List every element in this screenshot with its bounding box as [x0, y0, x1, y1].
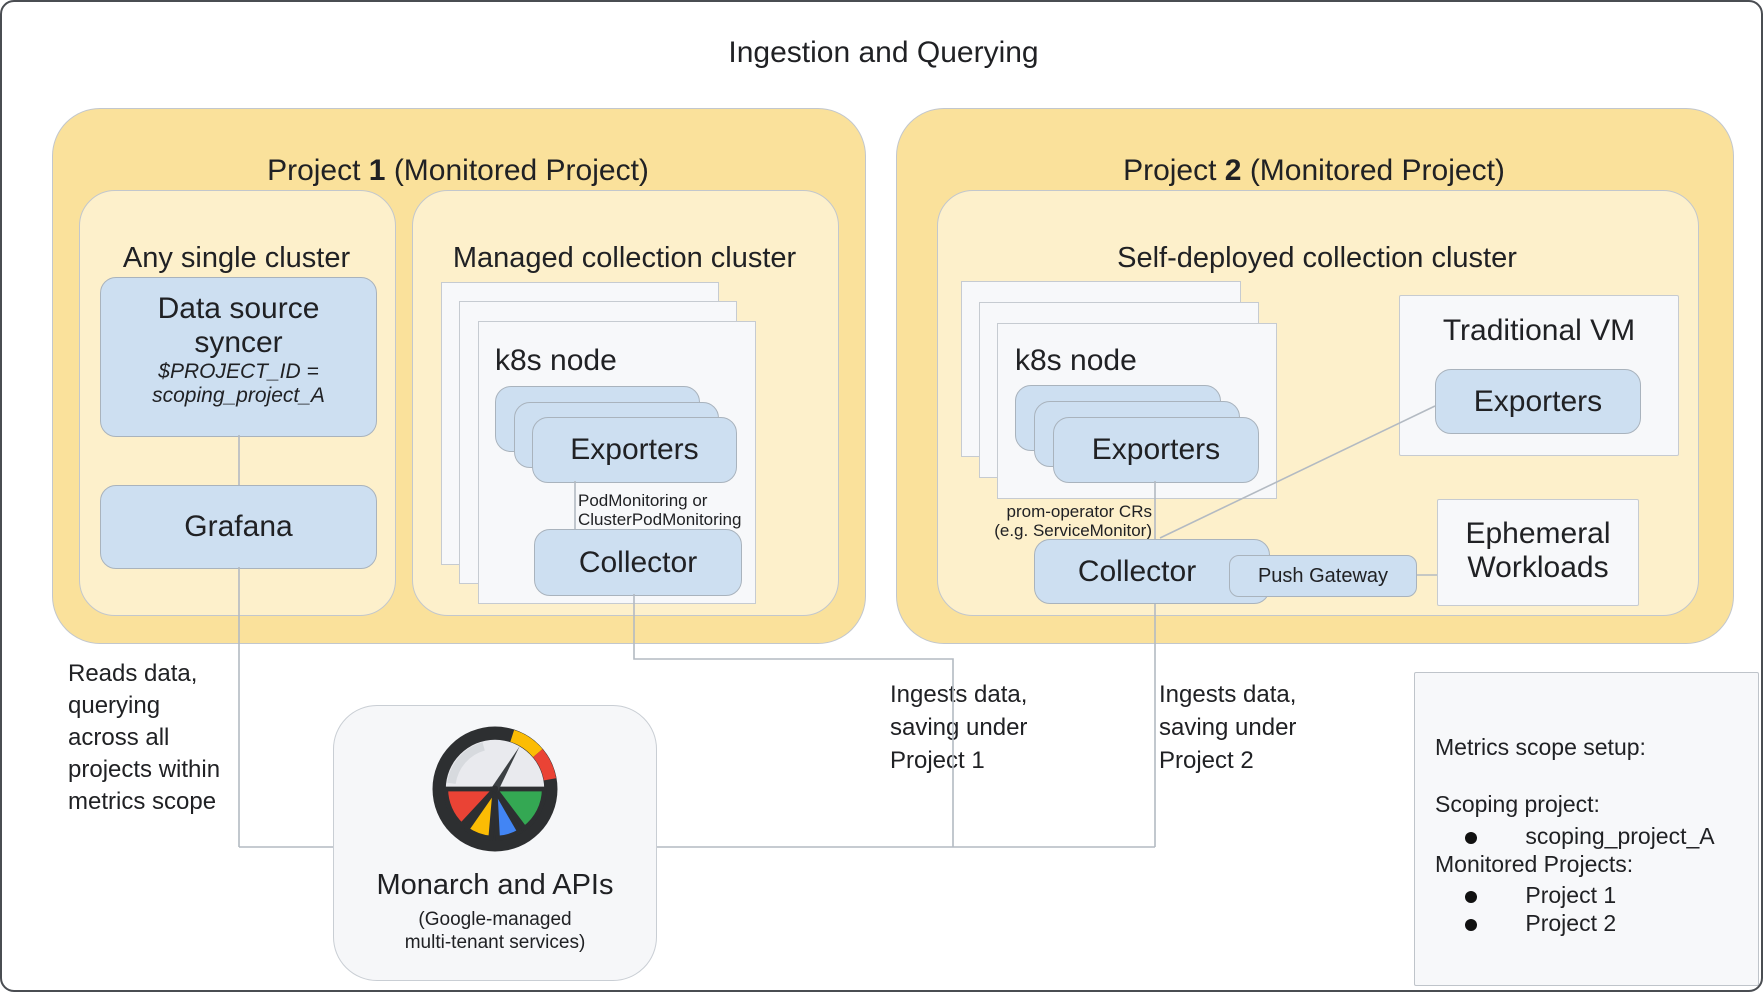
data-source-syncer-line2: syncer [194, 326, 283, 359]
ingest2-line1: Ingests data, [1159, 681, 1297, 708]
reads-line5: metrics scope [68, 788, 217, 815]
p2-caption-line1: prom-operator CRs [1006, 502, 1153, 521]
ingest2-line2: saving under [1159, 714, 1297, 741]
project1-label-number: 1 [368, 154, 386, 187]
monarch-title: Monarch and APIs [376, 869, 614, 901]
ephemeral-line2: Workloads [1467, 551, 1609, 584]
traditional-vm-label: Traditional VM [1442, 314, 1636, 347]
monitored-project-item-2: Project 2 [1465, 910, 1616, 937]
p2-prom-operator-caption: prom-operator CRs (e.g. ServiceMonitor) [962, 502, 1152, 540]
project1-label-suffix: (Monitored Project) [385, 154, 649, 187]
ingest-project2-annotation: Ingests data, saving under Project 2 [1159, 678, 1296, 777]
ingest1-line1: Ingests data, [890, 681, 1028, 708]
push-gateway-box: Push Gateway [1229, 555, 1417, 597]
p1-podmonitoring-caption: PodMonitoring or ClusterPodMonitoring [578, 491, 741, 529]
data-source-syncer-line1: Data source [157, 292, 320, 325]
project1-label: Project 1 (Monitored Project) [52, 154, 864, 188]
monarch-gauge-icon [432, 726, 558, 852]
reads-line4: projects within [68, 756, 221, 783]
page-title: Ingestion and Querying [728, 36, 1039, 69]
scoping-project-item: scoping_project_A [1465, 823, 1715, 850]
any-single-cluster-label: Any single cluster [122, 242, 351, 274]
scoping-project-value: scoping_project_A [1525, 823, 1715, 849]
reads-line1: Reads data, [68, 660, 198, 687]
monitored-projects-label: Monitored Projects: [1435, 851, 1634, 877]
grafana-box: Grafana [100, 485, 377, 569]
p1-exporters-front: Exporters [532, 417, 737, 483]
data-source-syncer-note1: $PROJECT_ID = [158, 360, 319, 383]
ephemeral-workloads-box: Ephemeral Workloads [1437, 499, 1639, 606]
project2-label-number: 2 [1224, 154, 1242, 187]
project2-label-prefix: Project [1123, 154, 1225, 187]
ingest1-line3: Project 1 [890, 747, 985, 774]
project1-label-prefix: Project [267, 154, 369, 187]
ingest2-line3: Project 2 [1159, 747, 1254, 774]
reads-data-annotation: Reads data, querying across all projects… [68, 658, 220, 818]
project2-label-suffix: (Monitored Project) [1241, 154, 1505, 187]
p2-exporters-front: Exporters [1053, 417, 1259, 483]
ephemeral-line1: Ephemeral [1465, 517, 1611, 550]
ingest-project1-annotation: Ingests data, saving under Project 1 [890, 678, 1027, 777]
metrics-scope-box: Metrics scope setup: Scoping project: sc… [1414, 672, 1759, 986]
scoping-project-label: Scoping project: [1435, 791, 1600, 817]
monarch-box: Monarch and APIs (Google-managed multi-t… [333, 705, 657, 981]
p1-collector-box: Collector [534, 529, 742, 596]
ingest1-line2: saving under [890, 714, 1028, 741]
project2-label: Project 2 (Monitored Project) [896, 154, 1732, 188]
p1-caption-line1: PodMonitoring or [578, 491, 708, 510]
monitored-project-item-1: Project 1 [1465, 882, 1616, 909]
bullet-icon [1465, 891, 1477, 903]
self-deployed-cluster-label: Self-deployed collection cluster [1117, 242, 1517, 274]
traditional-vm-exporters-box: Exporters [1435, 369, 1641, 434]
monitored-project-2-value: Project 2 [1525, 910, 1617, 936]
metrics-scope-title: Metrics scope setup: [1435, 734, 1646, 760]
monarch-sub2: multi-tenant services) [404, 932, 586, 953]
monitored-project-1-value: Project 1 [1525, 882, 1617, 908]
p1-caption-line2: ClusterPodMonitoring [578, 510, 742, 529]
bullet-icon [1465, 919, 1477, 931]
reads-line3: across all [68, 724, 170, 751]
data-source-syncer-box: Data source syncer $PROJECT_ID = scoping… [100, 277, 377, 437]
p2-k8s-node-label: k8s node [1015, 344, 1137, 377]
bullet-icon [1465, 832, 1477, 844]
managed-cluster-label: Managed collection cluster [452, 242, 797, 274]
monarch-sub1: (Google-managed [418, 909, 572, 930]
p2-caption-line2: (e.g. ServiceMonitor) [994, 521, 1152, 540]
reads-line2: querying [68, 692, 161, 719]
data-source-syncer-note2: scoping_project_A [152, 384, 325, 407]
p1-k8s-node-label: k8s node [495, 344, 617, 377]
